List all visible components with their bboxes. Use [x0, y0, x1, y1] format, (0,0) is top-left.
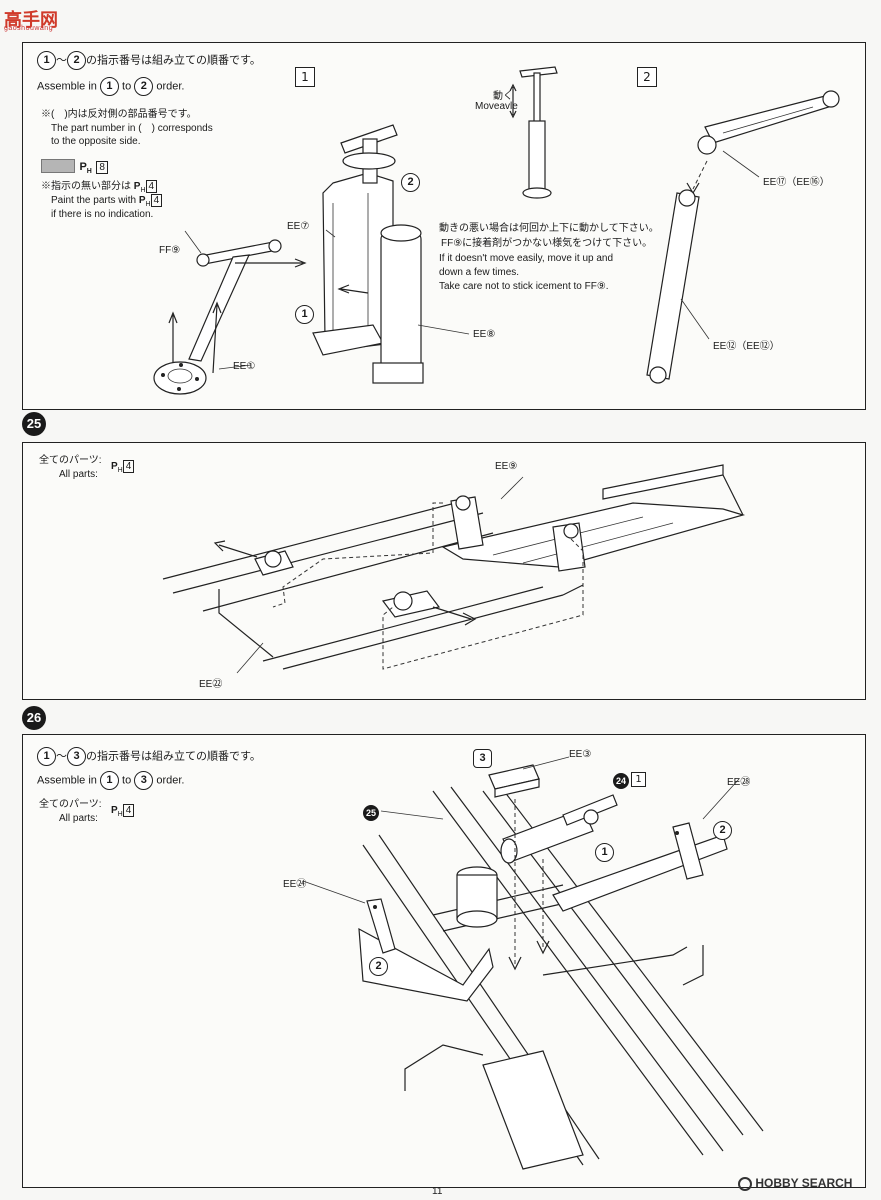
- label-ee24: EE㉔: [283, 879, 307, 890]
- brand-watermark: HOBBY SEARCH: [738, 1176, 852, 1191]
- step-25-badge: 25: [22, 412, 46, 436]
- opposite-note-jp: ※( )内は反対側の部品番号です。: [41, 109, 197, 120]
- panel26-intro-en: Assemble in 1 to 3 order.: [37, 771, 185, 790]
- note-jp-1: 動きの悪い場合は何回か上下に動かして下さい。: [439, 223, 659, 234]
- ee17-arm-part: [697, 90, 840, 155]
- panel25-illustration: [162, 464, 746, 674]
- p26-allparts-jp: 全てのパーツ:: [39, 799, 102, 810]
- label-move-en: Moveavle: [475, 101, 518, 112]
- note-en-2: down a few times.: [439, 267, 520, 278]
- rail-bracket-left: [254, 550, 294, 576]
- color-swatch-row: PH 8: [41, 157, 108, 179]
- watermark-site-text: gaoshouwang: [4, 25, 54, 32]
- step-26-badge: 26: [22, 706, 46, 730]
- range-to-badge: 2: [67, 51, 86, 70]
- panel26-illustration: [302, 756, 764, 1170]
- ee1-base-part: [153, 361, 207, 395]
- top-t-handle: [340, 124, 398, 184]
- assembly-step-2-badge: 2: [401, 173, 420, 192]
- label-ee9: EE⑨: [495, 461, 518, 472]
- label-ee7: EE⑦: [287, 221, 310, 232]
- moveable-rod: [509, 66, 558, 199]
- watermark-logo-text: 高手网: [4, 10, 58, 31]
- assembly-step-1-badge-26: 1: [595, 843, 614, 862]
- color-swatch: [41, 158, 75, 173]
- p26-allparts-en: All parts:: [59, 813, 98, 824]
- ee9-platform-part: [441, 464, 746, 572]
- note-en-3: Take care not to stick icement to FF⑨.: [439, 281, 609, 292]
- p25-allparts-en: All parts:: [59, 469, 98, 480]
- ref-25-badge: 25: [363, 805, 379, 821]
- noind-note-en2: if there is no indication.: [51, 209, 154, 220]
- label-ee17: EE⑰（EE⑯）: [763, 177, 830, 188]
- paint-code-box: 8: [96, 161, 108, 174]
- opposite-note-en2: to the opposite side.: [51, 136, 141, 147]
- label-move-jp: 動く: [493, 91, 513, 102]
- ee24-bracket-part: [358, 898, 494, 1002]
- page-number: 11: [432, 1186, 443, 1197]
- intro-jp-text: の指示番号は組み立ての順番です。: [86, 54, 261, 67]
- jack-assembly-part: [500, 794, 618, 864]
- label-ee28: EE㉘: [727, 777, 751, 788]
- rail-bracket-right: [381, 590, 441, 618]
- ref-box-1: 1: [631, 772, 646, 787]
- assembly-step-2b-badge: 2: [369, 957, 388, 976]
- step-box-2: 2: [637, 67, 657, 87]
- watermark-logo: 高手网 gaoshouwang: [4, 6, 84, 36]
- brand-text: HOBBY SEARCH: [755, 1176, 853, 1190]
- ee8-cylinder-part: [372, 224, 424, 384]
- panel1-illustration: [153, 66, 840, 395]
- paint-code-label: PH: [79, 161, 92, 176]
- opposite-note-en1: The part number in ( ) corresponds: [51, 123, 213, 134]
- note-jp-2: FF⑨に接着剤がつかない様気をつけて下さい。: [441, 238, 653, 249]
- note-en-1: If it doesn't move easily, move it up an…: [439, 253, 614, 264]
- label-ee22: EE㉒: [199, 679, 223, 690]
- label-ee1: EE①: [233, 361, 256, 372]
- assembly-step-1-badge: 1: [295, 305, 314, 324]
- ee3-block-part: [488, 764, 540, 798]
- ref-24-badge: 24: [613, 773, 629, 789]
- center-cylinder-part: [456, 866, 498, 928]
- label-ff9: FF⑨: [159, 245, 181, 256]
- range-from-badge: 1: [37, 51, 56, 70]
- ee12-link-part: [646, 189, 700, 384]
- p25-allparts-jp: 全てのパーツ:: [39, 455, 102, 466]
- ff9-rod-part: [188, 239, 282, 362]
- ee28-bracket-part: [552, 822, 728, 912]
- step-box-1: 1: [295, 67, 315, 87]
- assembly-step-3-badge: 3: [473, 749, 492, 768]
- panel1-intro-en: Assemble in 1 to 2 order.: [37, 77, 185, 96]
- label-ee3: EE③: [569, 749, 592, 760]
- assembly-step-2a-badge: 2: [713, 821, 732, 840]
- label-ee8: EE⑧: [473, 329, 496, 340]
- brand-logo-icon: [738, 1176, 752, 1191]
- label-ee12: EE⑫（EE⑫）: [713, 341, 780, 352]
